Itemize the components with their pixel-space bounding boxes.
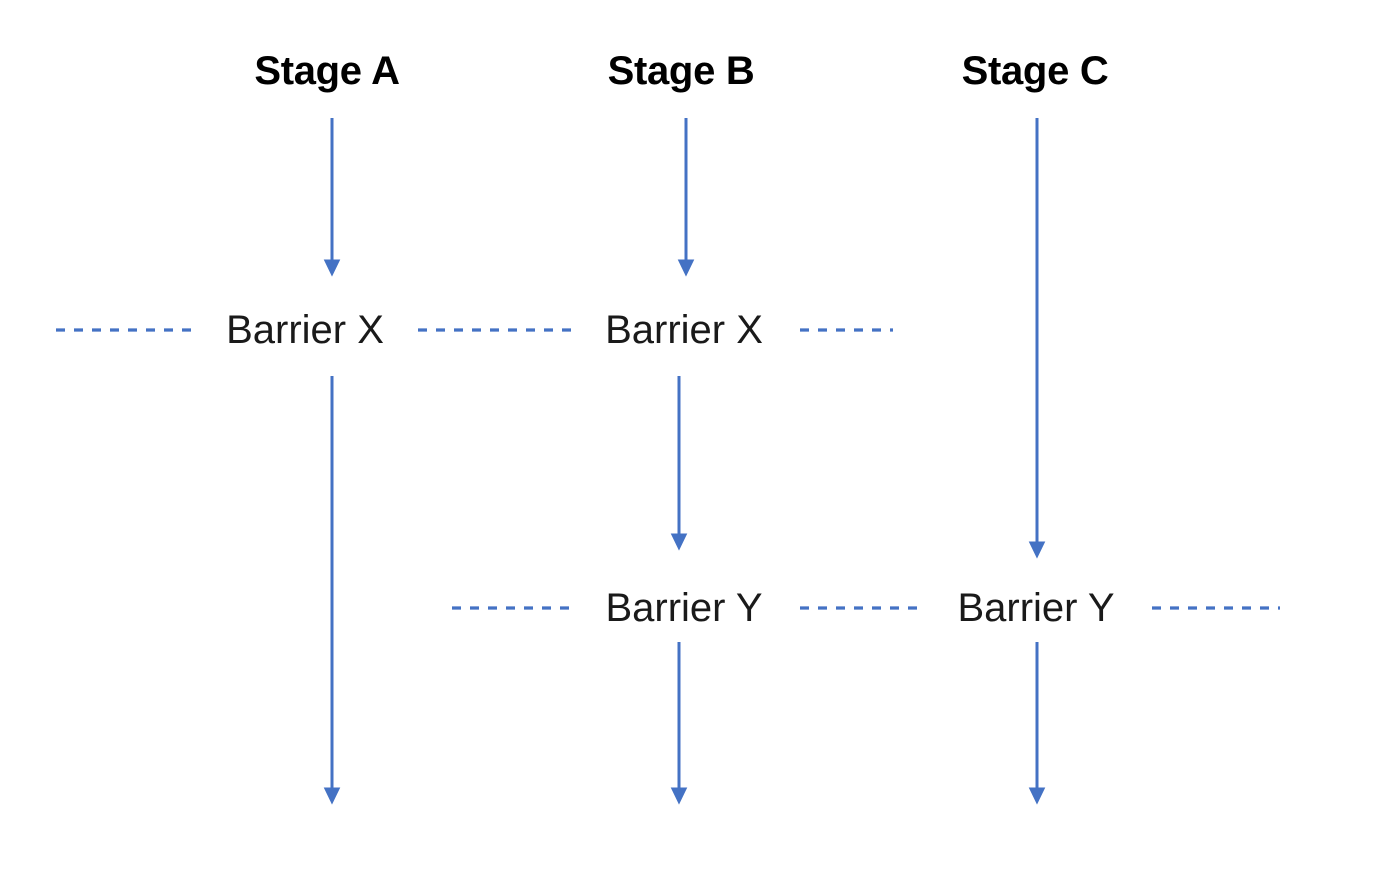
barrier-label-y-column-c: Barrier Y xyxy=(951,585,1121,631)
stage-title-c: Stage C xyxy=(962,48,1109,94)
stage-title-a: Stage A xyxy=(254,48,400,94)
barrier-label-x-column-a: Barrier X xyxy=(220,307,390,353)
barrier-y-c-text: Barrier Y xyxy=(957,586,1115,630)
barrier-label-x-column-b: Barrier X xyxy=(599,307,769,353)
stage-title-c-label: Stage C xyxy=(961,49,1109,93)
barrier-x-a-text: Barrier X xyxy=(226,308,384,352)
barrier-label-y-column-b: Barrier Y xyxy=(599,585,769,631)
stage-title-a-label: Stage A xyxy=(254,49,400,93)
stage-title-b: Stage B xyxy=(608,48,755,94)
stage-title-b-label: Stage B xyxy=(607,49,755,93)
barrier-y-b-text: Barrier Y xyxy=(605,586,763,630)
barrier-x-b-text: Barrier X xyxy=(605,308,763,352)
